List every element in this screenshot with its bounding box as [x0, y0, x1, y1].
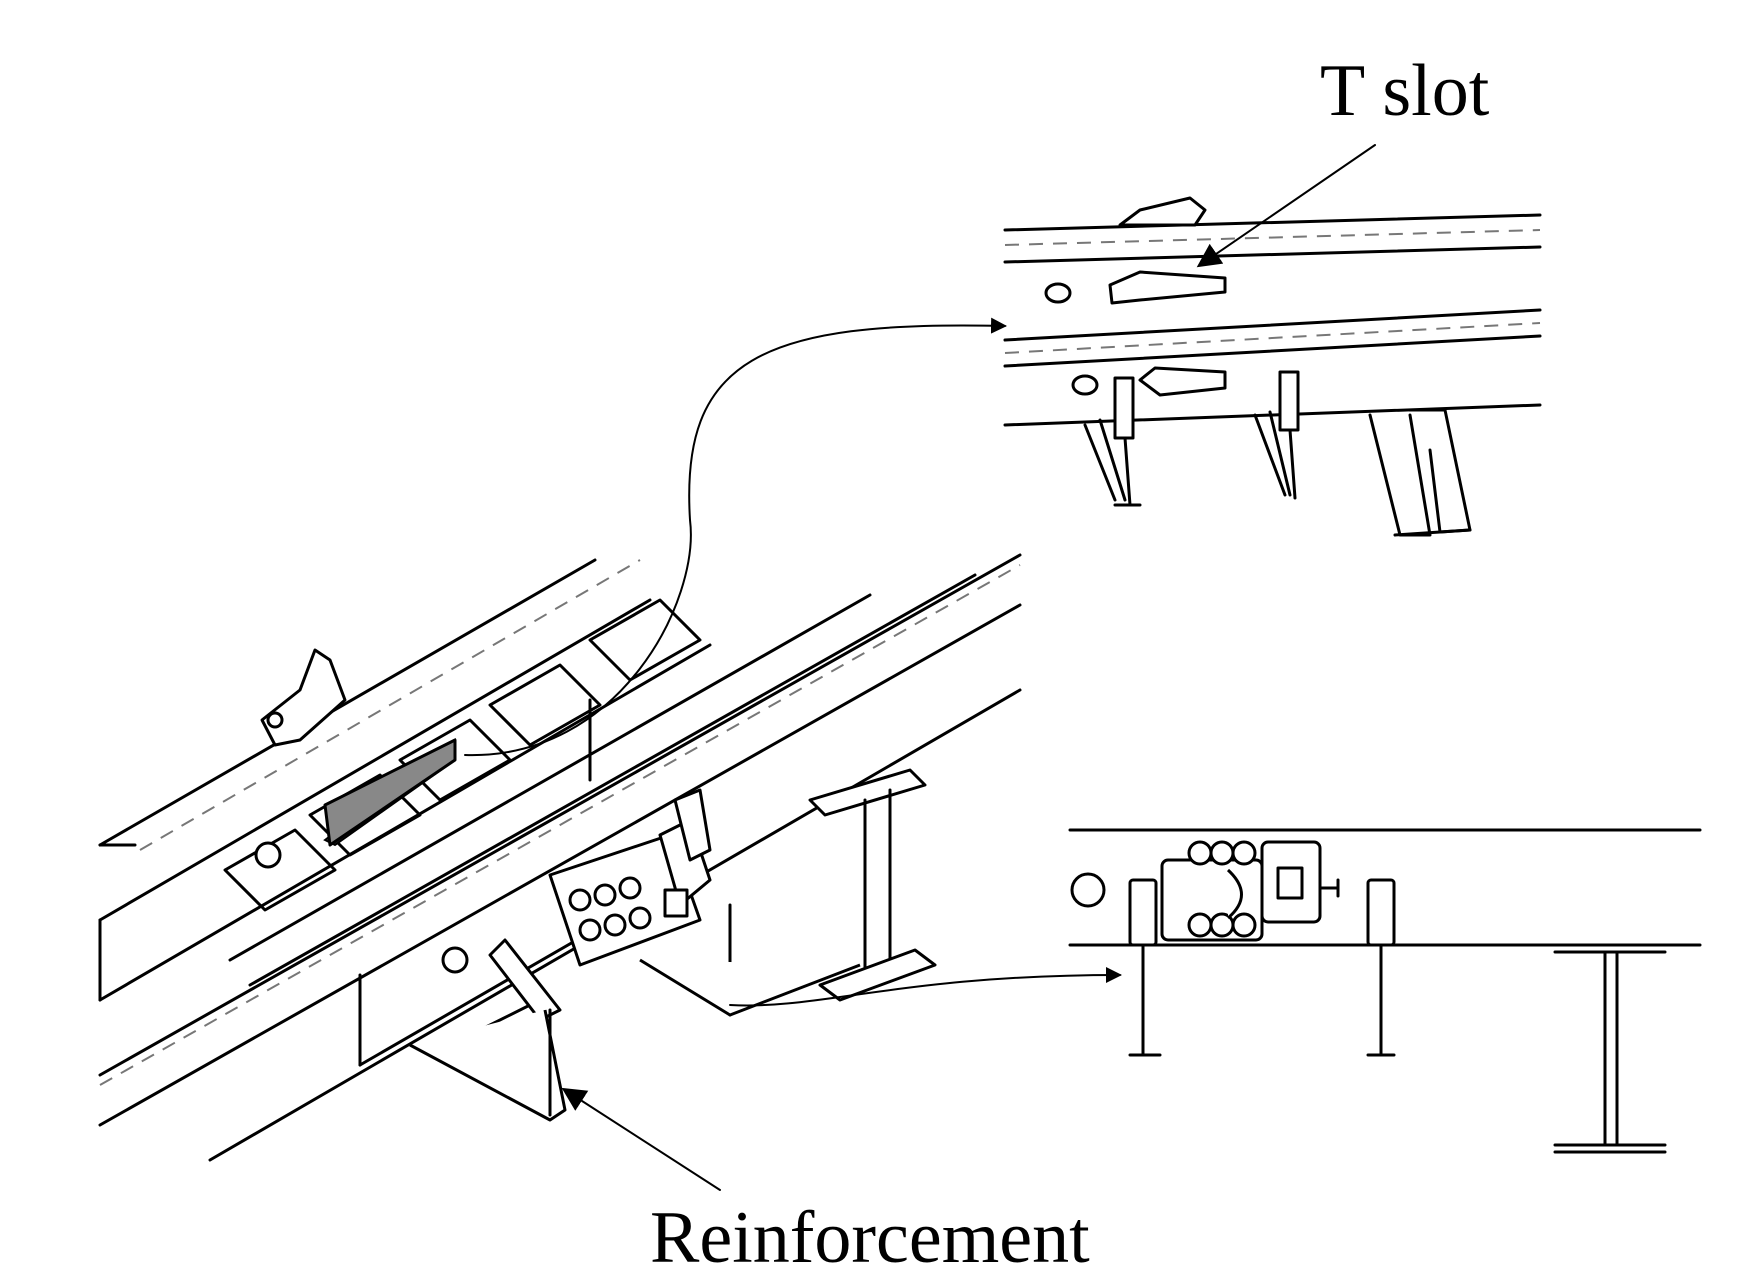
detail-view-t-slot [1003, 196, 1542, 537]
i-beam-support [639, 768, 937, 1017]
detail-view-reinforcement [1068, 828, 1702, 1154]
connector-arrow-to-reinforcement-detail [729, 967, 1122, 1007]
t-slot-main [323, 737, 457, 847]
t-slot-clamp-top [1118, 196, 1207, 227]
left-support-pad [1128, 878, 1158, 947]
t-slot-label: T slot [1320, 50, 1490, 132]
t-slot-detail [1108, 270, 1227, 305]
reinforcement-leader-arrow [561, 1087, 721, 1191]
i-beam-section [1553, 943, 1667, 1154]
middle-rail [98, 553, 1022, 1127]
bolt-hole-lower [441, 946, 469, 974]
connector-arrow-to-t-slot-detail [464, 317, 1007, 757]
reinforcement-label: Reinforcement [650, 1197, 1090, 1279]
reinforcement-gusset [409, 938, 567, 1122]
detail-support-legs [1083, 370, 1472, 537]
detail-hole-2 [1071, 374, 1099, 396]
bolt-hole-upper [254, 841, 282, 869]
main-isometric-fixture [98, 553, 1022, 1162]
side-hole [1070, 872, 1106, 908]
detail-hole-1 [1044, 282, 1072, 304]
right-support-pad [1366, 878, 1396, 947]
top-clamp [260, 648, 347, 747]
toggle-clamp-assembly [548, 788, 712, 967]
t-slot-leader-arrow [1196, 144, 1376, 268]
side-toggle-clamp [1160, 840, 1340, 942]
